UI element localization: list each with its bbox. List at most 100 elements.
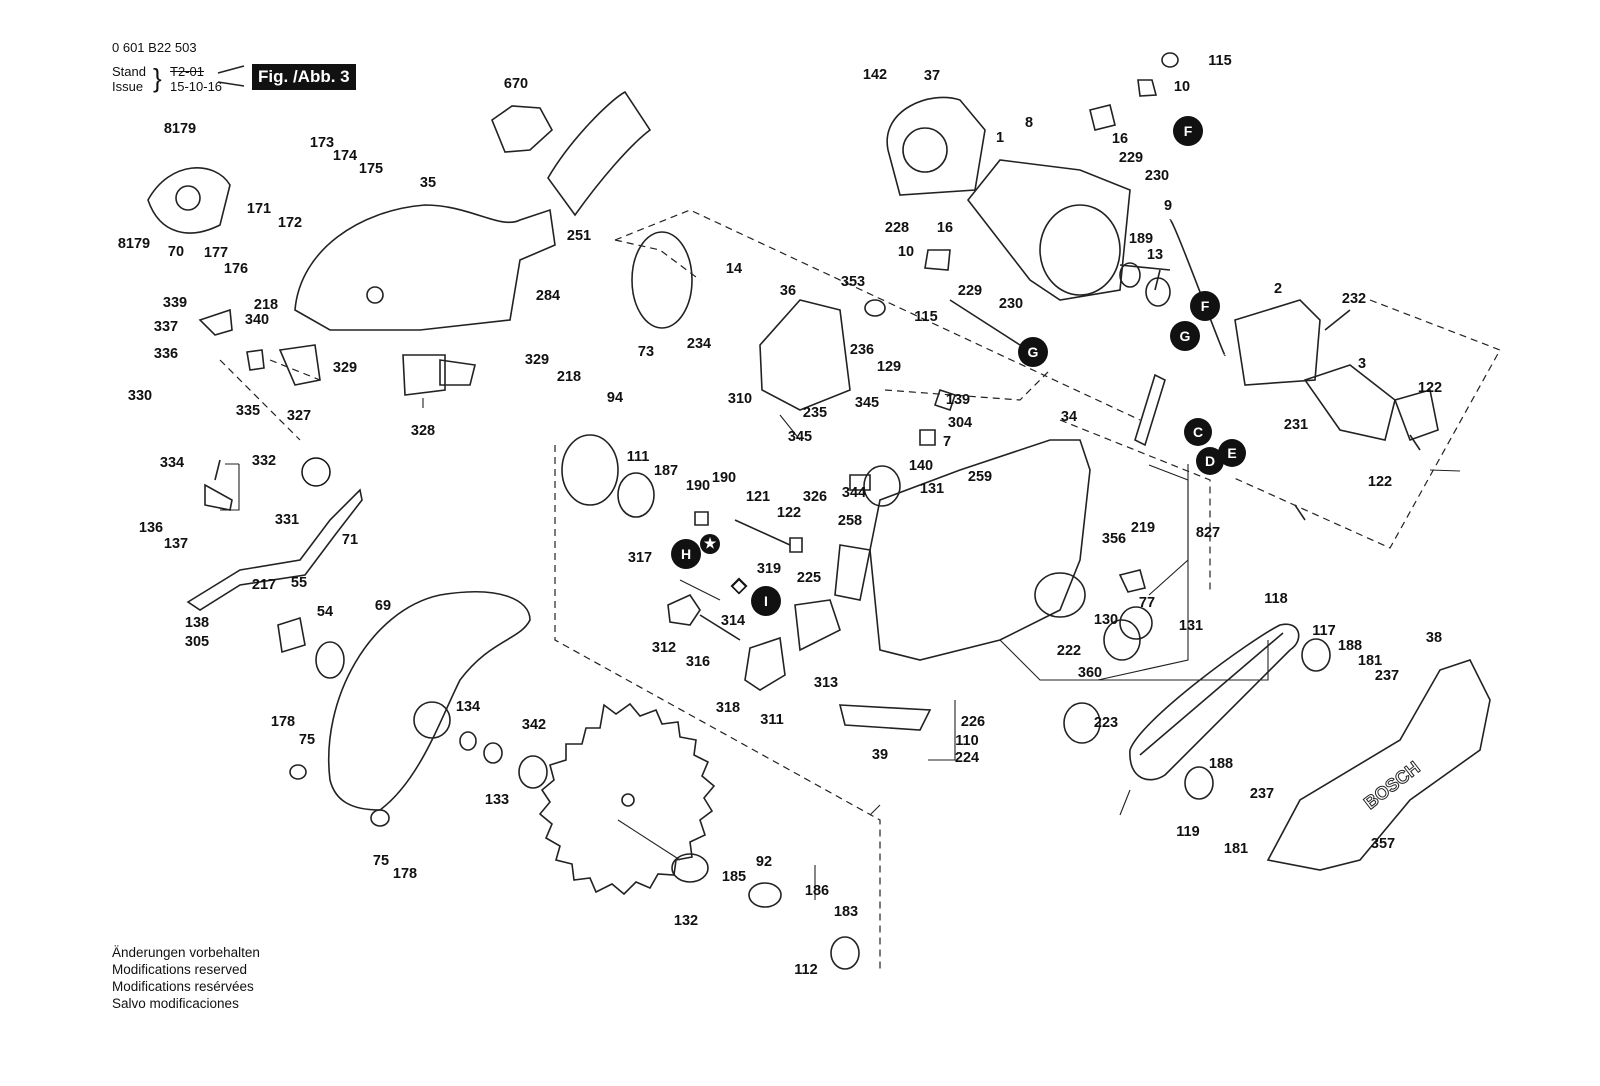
- part-number-label: 258: [838, 513, 862, 529]
- part-number-label: 224: [955, 750, 979, 766]
- part-number-label: 232: [1342, 291, 1366, 307]
- part-number-label: 312: [652, 640, 676, 656]
- marker-d: [1196, 447, 1224, 475]
- part-number-label: 190: [712, 470, 736, 486]
- part-number-label: 38: [1426, 630, 1442, 646]
- marker-h: [671, 539, 701, 569]
- part-number-label: 172: [278, 215, 302, 231]
- part-number-label: 136: [139, 520, 163, 536]
- part-number-label: 171: [247, 201, 271, 217]
- part-number-label: 332: [252, 453, 276, 469]
- part-number-label: 336: [154, 346, 178, 362]
- marker-t: [301, 457, 331, 487]
- marker-i: [751, 586, 781, 616]
- part-number-label: 230: [999, 296, 1023, 312]
- part-number-label: 329: [333, 360, 357, 376]
- part-number-label: 16: [937, 220, 953, 236]
- part-number-label: 129: [877, 359, 901, 375]
- part-number-label: 75: [299, 732, 315, 748]
- marker-letter: I: [764, 593, 768, 609]
- marker-letter: F: [1184, 123, 1193, 139]
- part-number-label: 316: [686, 654, 710, 670]
- part-number-label: 69: [375, 598, 391, 614]
- brand-logo: BOSCH: [1360, 757, 1424, 813]
- part-number-label: 8: [1025, 115, 1033, 131]
- part-number-label: 314: [721, 613, 745, 629]
- part-number-label: 178: [271, 714, 295, 730]
- footer-notes: Änderungen vorbehalten Modifications res…: [112, 944, 260, 1012]
- part-number-label: 134: [456, 699, 480, 715]
- part-number-label: 229: [1119, 150, 1143, 166]
- part-number-label: 226: [961, 714, 985, 730]
- marker-letter: G: [1028, 344, 1039, 360]
- stand-value: T2-01: [170, 64, 204, 79]
- part-number-label: 827: [1196, 525, 1220, 541]
- part-number-label: 122: [777, 505, 801, 521]
- part-number-label: 118: [1264, 591, 1287, 607]
- part-number-label: 10: [1174, 79, 1190, 95]
- part-number-label: 186: [805, 883, 829, 899]
- part-number-label: 115: [914, 309, 937, 325]
- part-number-label: 115: [1208, 53, 1231, 69]
- part-number-label: 223: [1094, 715, 1118, 731]
- part-number-label: 122: [1368, 474, 1392, 490]
- marker-letter: E: [1227, 445, 1236, 461]
- part-number-label: 344: [842, 485, 866, 501]
- part-number-label: 181: [1358, 653, 1382, 669]
- marker-g-top: [1018, 337, 1048, 367]
- part-number-label: 190: [686, 478, 710, 494]
- part-number-label: 330: [128, 388, 152, 404]
- part-number-label: 218: [254, 297, 278, 313]
- part-number-label: 55: [291, 575, 307, 591]
- part-number-label: 304: [948, 415, 972, 431]
- assembly-markers: [301, 116, 1246, 616]
- part-number-label: 228: [885, 220, 909, 236]
- marker-f-top: [1173, 116, 1203, 146]
- part-number-label: 357: [1371, 836, 1395, 852]
- part-number-label: 337: [154, 319, 178, 335]
- part-number-label: 235: [803, 405, 827, 421]
- part-number-label: 132: [674, 913, 698, 929]
- part-number-label: 14: [726, 261, 742, 277]
- marker-letter: ★: [704, 535, 717, 551]
- part-number-label: 313: [814, 675, 838, 691]
- marker-letter: G: [1180, 328, 1191, 344]
- part-number-label: 77: [1139, 595, 1155, 611]
- part-number-label: 222: [1057, 643, 1081, 659]
- document-number: 0 601 B22 503: [112, 40, 197, 55]
- part-number-label: 36: [780, 283, 796, 299]
- part-number-label: 1: [996, 130, 1004, 146]
- part-number-label: 7: [943, 434, 951, 450]
- marker-letter: T: [312, 464, 321, 480]
- part-number-label: 328: [411, 423, 435, 439]
- part-number-label: 34: [1061, 409, 1077, 425]
- note-fr: Modifications resérvées: [112, 979, 254, 994]
- part-number-label: 229: [958, 283, 982, 299]
- part-number-label: 234: [687, 336, 711, 352]
- part-number-label: 121: [746, 489, 770, 505]
- part-number-label: 181: [1224, 841, 1248, 857]
- part-number-label: 230: [1145, 168, 1169, 184]
- part-number-label: 131: [920, 481, 944, 497]
- part-number-label: 345: [788, 429, 812, 445]
- marker-diamond: [730, 577, 748, 595]
- part-number-label: 9: [1164, 198, 1172, 214]
- note-de: Änderungen vorbehalten: [112, 945, 260, 960]
- header-brace: }: [153, 63, 162, 93]
- part-number-label: 237: [1250, 786, 1274, 802]
- marker-letter: D: [1205, 453, 1215, 469]
- marker-letter: ◆: [733, 577, 746, 593]
- part-number-label: 329: [525, 352, 549, 368]
- part-number-label: 188: [1209, 756, 1233, 772]
- part-number-label: 188: [1338, 638, 1362, 654]
- part-number-label: 13: [1147, 247, 1163, 263]
- part-number-label: 319: [757, 561, 781, 577]
- part-number-label: 2: [1274, 281, 1282, 297]
- part-number-label: 189: [1129, 231, 1153, 247]
- issue-label: Issue: [112, 79, 144, 94]
- stand-label: Stand: [112, 64, 146, 79]
- marker-letter: C: [1193, 424, 1203, 440]
- part-number-label: 284: [536, 288, 560, 304]
